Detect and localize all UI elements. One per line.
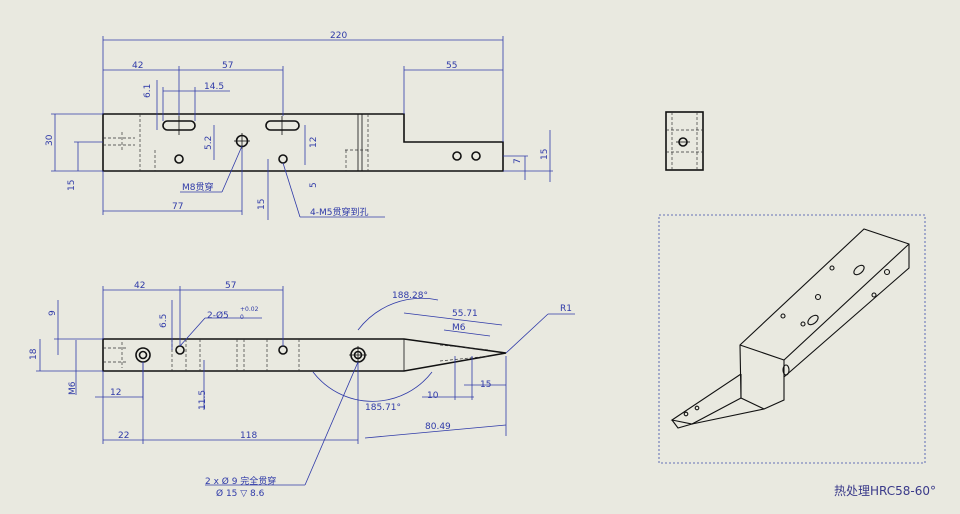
callout-tol-up: +0.02 [240,306,259,313]
callout-2-d5: 2-Ø5 [207,310,229,321]
front-dim-55-71: 55.71 [452,309,478,319]
front-dim-m6-tap: M6 [452,323,466,333]
callout-tol-dn: 0 [240,314,244,321]
dim-12: 12 [309,137,319,148]
isometric-view [658,214,926,464]
front-dim-22: 22 [118,431,129,441]
front-dim-15: 15 [480,380,491,390]
dim-57: 57 [222,61,233,71]
front-view: 42 57 6.5 9 18 M6 12 11.5 22 118 188.28°… [29,281,575,499]
dim-77: 77 [172,202,183,212]
callout-thru-line1: 2 x Ø 9 完全贯穿 [205,475,276,487]
dim-55: 55 [446,61,457,71]
angle-185-71: 185.71° [365,403,401,413]
top-view: 220 42 57 55 14.5 6.1 30 15 5.2 12 5 7 [45,31,553,220]
callout-m5: 4-M5贯穿到孔 [310,206,368,218]
callout-thru-line2: Ø 15 ▽ 8.6 [216,488,265,499]
radius-r1: R1 [560,304,572,314]
dim-15-right: 15 [540,149,550,160]
dim-30: 30 [45,134,55,146]
callout-m8: M8贯穿 [182,181,214,193]
dim-5: 5 [309,182,319,188]
front-dim-m6: M6 [68,381,78,395]
dim-overall-length: 220 [330,31,347,41]
dim-15-left: 15 [67,180,77,191]
dim-14-5: 14.5 [204,82,224,92]
dim-15-bottom: 15 [257,199,267,210]
front-dim-9: 9 [48,310,58,316]
front-dim-42: 42 [134,281,145,291]
angle-188-28: 188.28° [392,291,428,301]
front-dim-57: 57 [225,281,236,291]
front-dim-12: 12 [110,388,121,398]
side-view [665,111,704,171]
front-dim-118: 118 [240,431,257,441]
dim-6-1: 6.1 [143,84,153,98]
heat-treatment-note: 热处理HRC58-60° [834,484,936,498]
front-dim-11-5: 11.5 [198,390,208,410]
dim-7: 7 [513,158,523,164]
dim-5-2: 5.2 [204,136,214,150]
front-dim-10: 10 [427,391,439,401]
front-dim-80-49: 80.49 [425,422,451,432]
front-dim-18: 18 [29,348,39,360]
front-dim-6-5: 6.5 [159,314,169,328]
dim-42: 42 [132,61,143,71]
